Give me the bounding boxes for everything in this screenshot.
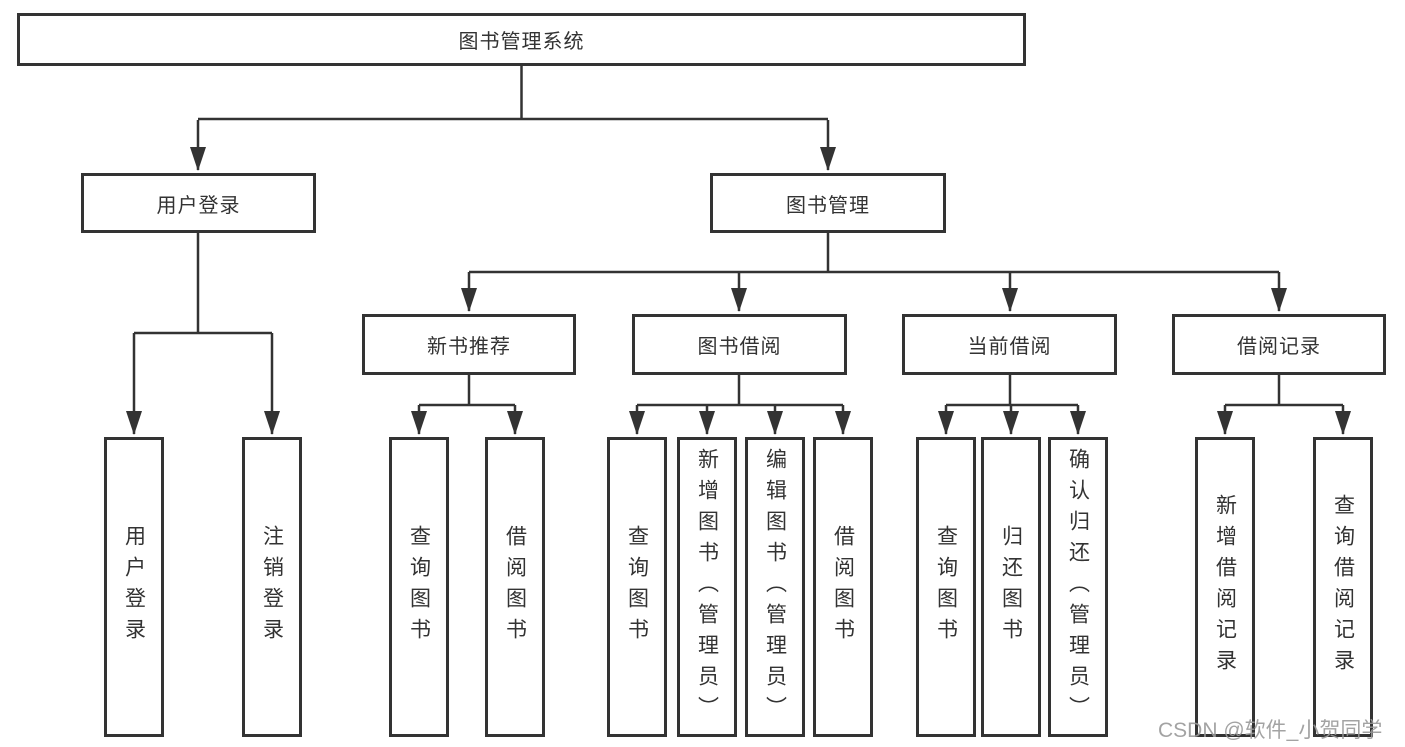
node-current-borrowing: 当前借阅: [902, 314, 1117, 375]
node-leaf-borrow-book-1: 借阅图书: [485, 437, 545, 737]
node-borrowing-records: 借阅记录: [1172, 314, 1386, 375]
node-leaf-query-borrow-record: 查询借阅记录: [1313, 437, 1373, 737]
node-leaf-add-borrow-record: 新增借阅记录: [1195, 437, 1255, 737]
node-leaf-query-book-1: 查询图书: [389, 437, 449, 737]
node-new-book-recommend: 新书推荐: [362, 314, 576, 375]
node-leaf-add-book-admin: 新增图书（管理员）: [677, 437, 737, 737]
node-leaf-borrow-book-2: 借阅图书: [813, 437, 873, 737]
node-leaf-query-book-3: 查询图书: [916, 437, 976, 737]
node-leaf-return-book: 归还图书: [981, 437, 1041, 737]
node-book-management: 图书管理: [710, 173, 946, 233]
node-leaf-user-login: 用户登录: [104, 437, 164, 737]
node-leaf-query-book-2: 查询图书: [607, 437, 667, 737]
node-user-login: 用户登录: [81, 173, 316, 233]
csdn-watermark: CSDN @软件_小贺同学: [1158, 719, 1383, 742]
node-leaf-logout: 注销登录: [242, 437, 302, 737]
node-leaf-edit-book-admin: 编辑图书（管理员）: [745, 437, 805, 737]
node-root-system: 图书管理系统: [17, 13, 1026, 66]
node-leaf-confirm-return-admin: 确认归还（管理员）: [1048, 437, 1108, 737]
node-book-borrowing: 图书借阅: [632, 314, 847, 375]
